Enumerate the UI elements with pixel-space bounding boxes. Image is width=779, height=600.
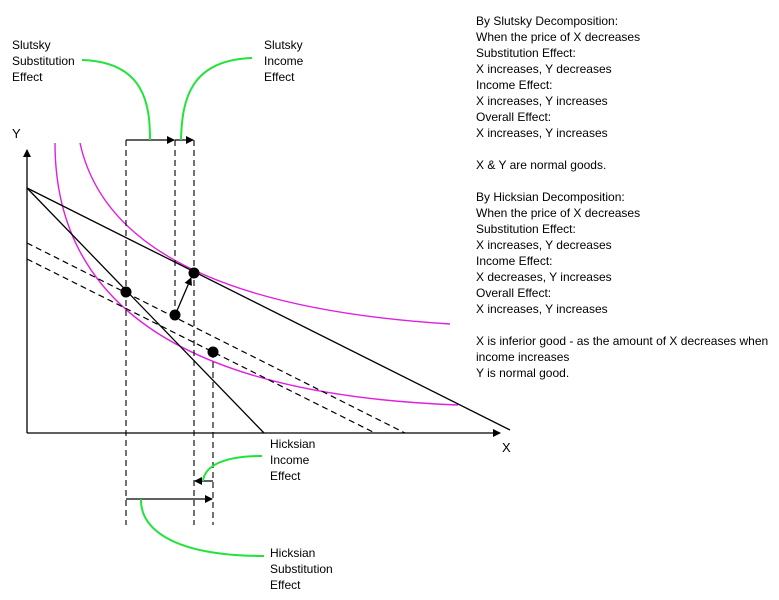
slutsky-note-line: Income Effect: <box>476 78 553 92</box>
explanation-notes: By Slutsky Decomposition: When the price… <box>476 13 776 381</box>
y-axis-label: Y <box>12 126 21 141</box>
slutsky-note-line: X increases, Y decreases <box>476 62 612 76</box>
y-normal-note: Y is normal good. <box>476 366 570 380</box>
original-budget-line <box>26 187 265 434</box>
slutsky-substitution-connector <box>81 59 151 141</box>
slutsky-compensated-budget-line <box>26 242 406 434</box>
slutsky-note-line: When the price of X decreases <box>476 30 641 44</box>
hicksian-compensated-budget-line <box>26 258 376 434</box>
hicksian-note-line: By Hicksian Decomposition: <box>476 190 625 204</box>
slutsky-note-line: X increases, Y increases <box>476 126 608 140</box>
hicksian-income-label: Hicksian Income Effect <box>270 437 319 483</box>
hicksian-bundle-point <box>207 346 219 358</box>
hicksian-income-connector <box>202 455 263 482</box>
new-budget-line <box>26 187 511 431</box>
slutsky-note-line: Overall Effect: <box>476 110 552 124</box>
hicksian-substitution-connector <box>139 498 265 557</box>
hicksian-note-line: Substitution Effect: <box>476 222 576 236</box>
hicksian-note-line: Income Effect: <box>476 254 553 268</box>
hicksian-note-line: Overall Effect: <box>476 286 552 300</box>
normal-goods-note: X & Y are normal goods. <box>476 158 607 172</box>
hicksian-note-line: X increases, Y increases <box>476 302 608 316</box>
slutsky-note-line: By Slutsky Decomposition: <box>476 14 619 28</box>
hicksian-note-line: X decreases, Y increases <box>476 270 612 284</box>
slutsky-income-label: Slutsky Income Effect <box>264 38 307 84</box>
new-bundle-point <box>188 267 200 279</box>
hicksian-note-line: When the price of X decreases <box>476 206 641 220</box>
original-bundle-point <box>120 286 132 298</box>
indifference-curve-high <box>79 142 451 325</box>
hicksian-note-line: X increases, Y decreases <box>476 238 612 252</box>
x-axis-label: X <box>502 440 511 455</box>
slutsky-note-line: Substitution Effect: <box>476 46 576 60</box>
inferior-good-note: X is inferior good - as the amount of X … <box>476 334 769 364</box>
income-effect-arrow <box>175 277 192 314</box>
indifference-curve-low <box>54 142 459 406</box>
hicksian-substitution-label: Hicksian Substitution Effect <box>270 546 336 592</box>
slutsky-income-connector <box>180 57 253 141</box>
slutsky-note-line: X increases, Y increases <box>476 94 608 108</box>
slutsky-substitution-label: Slutsky Substitution Effect <box>12 38 78 84</box>
slutsky-bundle-point <box>169 309 181 321</box>
